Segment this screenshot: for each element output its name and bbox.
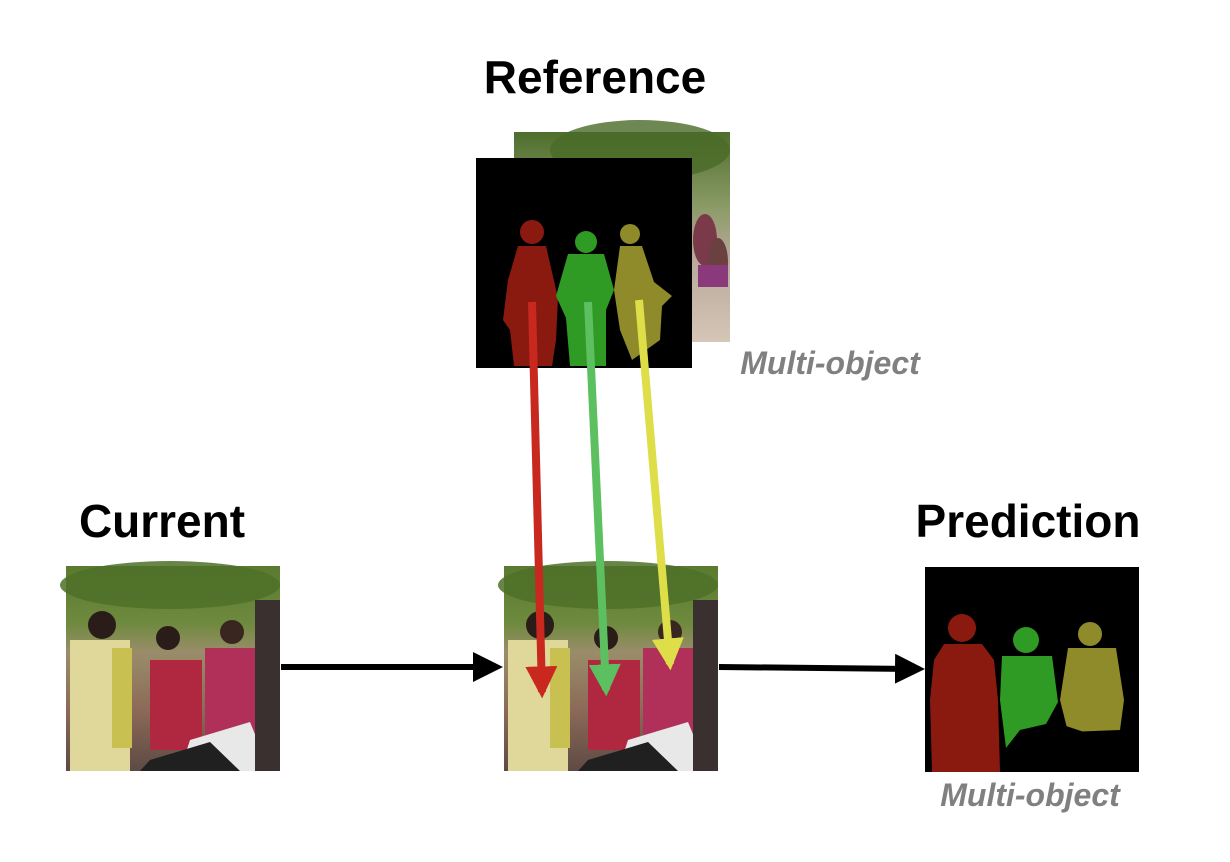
- prediction-object-2-mask: [1000, 627, 1058, 748]
- prediction-title: Prediction: [916, 495, 1141, 547]
- prediction-caption: Multi-object: [940, 777, 1121, 813]
- prediction-object-1-mask: [930, 614, 1000, 772]
- object-3-matching-arrow: [635, 299, 684, 671]
- reference-mask: [476, 158, 692, 368]
- reference-title: Reference: [484, 51, 706, 103]
- object-1-matching-arrow: [525, 301, 558, 699]
- prediction-mask: [925, 567, 1139, 772]
- prediction-object-3-mask: [1060, 622, 1124, 732]
- matching-to-prediction-arrow: [718, 653, 925, 684]
- reference-caption: Multi-object: [740, 345, 921, 381]
- object-2-matching-arrow: [584, 301, 621, 697]
- prediction-occluder: [1000, 724, 1139, 772]
- current-title: Current: [79, 495, 245, 547]
- current-frame-photo: [60, 561, 280, 771]
